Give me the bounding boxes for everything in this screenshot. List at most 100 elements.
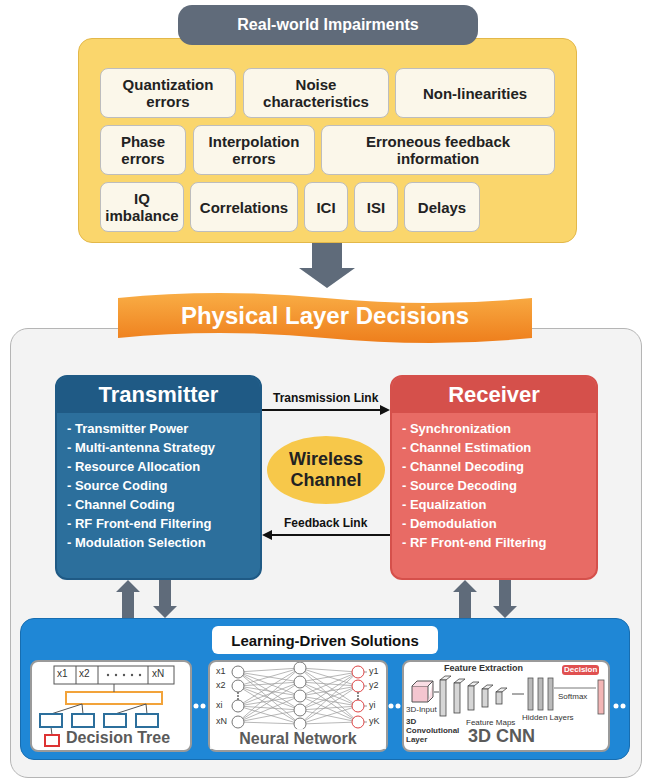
illustration-stroke — [300, 668, 358, 706]
panel-heading: Physical Layer Decisions — [118, 301, 532, 331]
illustration-stroke — [51, 684, 147, 735]
illustration-label: 3D-Input — [406, 705, 437, 715]
illustration-stroke — [352, 666, 364, 678]
impairment-label: Interpolation errors — [198, 133, 310, 167]
impairment-box: Quantization errors — [100, 68, 236, 118]
illustration-stroke — [352, 700, 364, 712]
method-title: Neural Network — [210, 729, 386, 749]
illustration-stroke — [300, 672, 358, 696]
bullet-item: - Synchronization — [402, 419, 588, 438]
illustration-stroke — [454, 679, 465, 683]
heading-box: Learning-Driven Solutions — [212, 626, 438, 654]
illustration-stroke — [412, 681, 433, 702]
illustration-stroke — [496, 692, 502, 704]
illustration-stroke — [300, 668, 358, 672]
illustration-stroke — [454, 683, 460, 713]
impairment-label: Erroneous feedback information — [326, 133, 550, 167]
illustration-stroke — [238, 710, 300, 722]
illustration-label: x2 — [216, 680, 226, 691]
dot — [396, 704, 401, 709]
panel-heading: Real-world Impairments — [237, 16, 418, 34]
receiver-box: Receiver - Synchronization- Channel Estim… — [390, 375, 598, 580]
decisions-panel: Physical Layer DecisionsTransmitter - Tra… — [10, 288, 642, 778]
illustration-stroke — [357, 695, 359, 697]
illustration-stroke — [538, 678, 543, 710]
illustration-stroke — [528, 678, 533, 710]
link-label: Transmission Link — [273, 391, 378, 405]
illustration-stroke — [123, 674, 125, 676]
bullet-item: - Equalization — [402, 495, 588, 514]
dot — [614, 704, 619, 709]
connector — [299, 243, 355, 288]
bullet-item: - Channel Estimation — [402, 438, 588, 457]
impairment-box: ISI — [354, 182, 398, 232]
illustration-label: x2 — [79, 668, 90, 680]
impairment-box: Interpolation errors — [193, 125, 315, 175]
illustration-stroke — [300, 668, 358, 686]
bullet-item: - RF Front-end Filtering — [67, 514, 252, 533]
method-box: Neural Networkx1x2xixNy1y2yiyK — [208, 660, 388, 752]
bullet-item: - Modulation Selection — [67, 533, 252, 552]
illustration-stroke — [412, 686, 428, 702]
dot — [201, 704, 206, 709]
illustration-label: 3D Convolutional Layer — [406, 717, 464, 744]
illustration-label: Hidden Layers — [522, 713, 574, 723]
impairment-label: ICI — [316, 199, 335, 216]
illustration-stroke — [482, 685, 493, 689]
illustration-stroke — [238, 668, 300, 706]
illustration-stroke — [512, 694, 524, 695]
impairment-box: Noise characteristics — [243, 68, 389, 118]
impairment-label: IQ imbalance — [105, 190, 179, 224]
bullet-list: - Transmitter Power- Multi-antenna Strat… — [57, 413, 260, 556]
illustration-stroke — [238, 682, 300, 722]
impairments-panel: Real-world ImpairmentsQuantization error… — [78, 5, 577, 243]
illustration-label: xN — [216, 716, 227, 727]
illustration-stroke — [237, 698, 239, 700]
illustration-stroke — [482, 689, 488, 707]
illustration-stroke — [238, 686, 300, 724]
bullet-item: - Channel Decoding — [402, 457, 588, 476]
bullet-item: - Transmitter Power — [67, 419, 252, 438]
block-arrow — [299, 243, 355, 288]
box-title: Transmitter — [99, 382, 219, 408]
illustration-label: xi — [216, 700, 223, 711]
illustration-stroke — [300, 672, 358, 682]
illustration-stroke — [294, 662, 306, 674]
bullet-item: - Source Coding — [67, 476, 252, 495]
banner-shape — [118, 293, 532, 343]
illustration-label: Decision — [562, 665, 599, 675]
illustration-stroke — [357, 698, 359, 700]
illustration-stroke — [232, 716, 244, 728]
illustration-label: Softmax — [558, 692, 587, 702]
illustration-stroke — [357, 692, 359, 694]
impairment-label: Delays — [418, 199, 466, 216]
link-line — [271, 534, 390, 536]
channel-ellipse: Wireless Channel — [266, 435, 386, 505]
box-header: Receiver — [392, 377, 596, 413]
illustration-stroke — [107, 674, 109, 676]
impairment-box: Correlations — [190, 182, 298, 232]
illustration-label: y2 — [369, 680, 379, 691]
illustration-stroke — [238, 696, 300, 722]
illustration-stroke — [237, 692, 239, 694]
illustration-stroke — [238, 686, 300, 696]
bullet-item: - Source Decoding — [402, 476, 588, 495]
illustration-stroke — [468, 682, 479, 686]
illustration-stroke — [237, 695, 239, 697]
impairment-box: Delays — [404, 182, 480, 232]
illustration-stroke — [238, 706, 300, 710]
method-title: Decision Tree — [66, 728, 170, 748]
illustration-stroke — [598, 680, 604, 714]
ellipse-fill — [267, 436, 385, 504]
illustration-stroke — [136, 714, 158, 727]
illustration-stroke — [238, 672, 300, 724]
illustration-stroke — [115, 674, 117, 676]
illustration-stroke — [232, 680, 244, 692]
illustration-stroke — [496, 688, 507, 692]
impairment-label: Noise characteristics — [248, 76, 384, 110]
channel-label: Wireless Channel — [276, 449, 376, 491]
bullet-item: - Resource Allocation — [67, 457, 252, 476]
illustration-stroke — [104, 714, 126, 727]
illustration-stroke — [131, 674, 133, 676]
impairment-label: Quantization errors — [105, 76, 231, 110]
